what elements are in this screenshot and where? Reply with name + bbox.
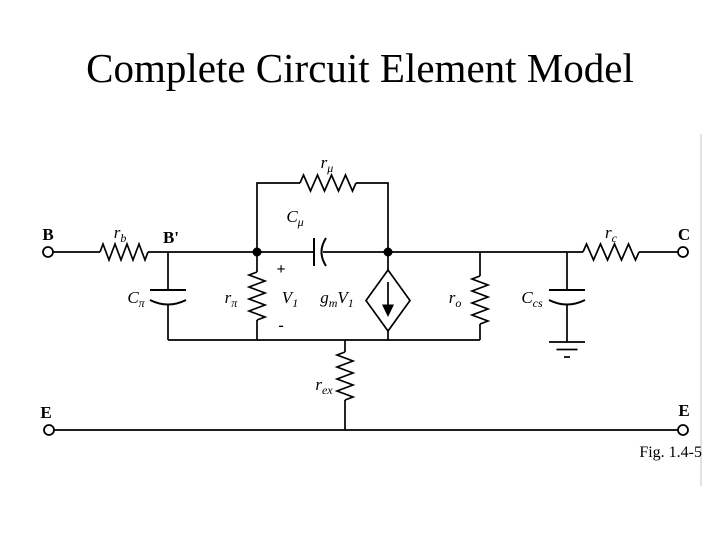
capacitor-cmu [313,237,327,267]
ground-symbol [549,341,585,358]
label-rb: rb [114,223,127,245]
resistor-rc [582,241,640,263]
label-rc: rc [605,223,618,245]
label-rex: rex [315,375,333,397]
capacitor-cpi [149,289,187,306]
label-terminal-e-right: E [678,401,689,420]
terminal-c [677,246,689,258]
label-gm-v1: gmV1 [320,288,354,310]
figure-caption: Fig. 1.4-5 [639,444,702,461]
label-cpi: Cπ [127,288,145,310]
resistor-rpi [246,271,268,321]
label-terminal-e-left: E [40,403,51,422]
label-ccs: Ccs [521,288,543,310]
label-terminal-b-prime: B' [163,228,179,247]
wire-top-branch [256,182,389,252]
terminal-e-right [677,424,689,436]
resistor-ro [469,275,491,325]
label-terminal-b: B [42,225,53,244]
current-source-diamond [364,268,412,333]
label-rpi: rπ [225,288,239,310]
current-source-arrow-head [382,304,394,317]
capacitor-ccs [548,289,586,306]
label-terminal-c: C [678,225,690,244]
resistor-rmu [299,172,357,194]
slide-title: Complete Circuit Element Model [86,45,634,91]
label-ro: ro [449,288,462,310]
label-cmu: Cμ [286,207,303,229]
resistor-rb [99,241,149,263]
label-rmu: rμ [321,153,334,175]
terminal-e-left [43,424,55,436]
terminal-b [42,246,54,258]
resistor-rex [334,351,356,401]
node-dot-left [252,247,262,257]
label-v1-plus: + [276,261,285,278]
label-v1: V1 [282,288,298,310]
label-v1-minus: - [278,317,283,334]
node-dot-right [383,247,393,257]
current-source-gmv1 [364,268,412,333]
